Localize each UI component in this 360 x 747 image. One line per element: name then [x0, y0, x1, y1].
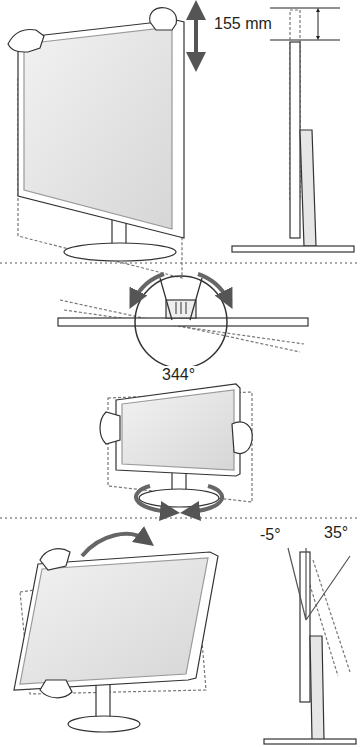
rotation-limit [160, 278, 202, 320]
angle-line [288, 548, 350, 620]
monitor-screen [24, 27, 172, 229]
hand [232, 422, 252, 454]
extension-line [270, 40, 340, 41]
monitor-bezel [18, 20, 184, 238]
stand-base [68, 716, 140, 732]
monitor-bezel [14, 552, 218, 690]
stand-detail [176, 302, 186, 314]
separator [0, 518, 360, 519]
monitor-top [58, 318, 308, 326]
hand [150, 8, 177, 30]
dimension-line [318, 10, 319, 38]
stand-column [310, 636, 324, 740]
rotation-circle [135, 276, 227, 368]
monitor-screen [122, 390, 234, 470]
extension-line [270, 8, 340, 9]
stand-column [300, 130, 316, 246]
swivel-top-view [58, 276, 308, 368]
angle-label: 35° [322, 524, 350, 542]
angle-label: -5° [258, 526, 283, 544]
monitor-side [300, 552, 310, 702]
height-monitor-side [232, 10, 354, 252]
stand-base [232, 246, 354, 252]
stand-base [139, 489, 219, 507]
hand [100, 412, 120, 444]
hand [8, 30, 44, 52]
swivel-monitor [100, 384, 252, 507]
height-arrow [196, 10, 197, 62]
monitor-side [290, 42, 300, 238]
hand [40, 680, 72, 698]
monitor-bezel [116, 384, 240, 476]
angle-label: 344° [160, 366, 197, 384]
swivel-base-arrows [136, 486, 222, 512]
tilt-side-view [264, 548, 356, 744]
stand-base [264, 739, 356, 744]
monitor-screen [20, 558, 208, 684]
tilt-arrow [82, 534, 146, 556]
dimension-label: 155 mm [212, 15, 274, 33]
height-dimension [270, 8, 340, 40]
swivel-arrows [134, 274, 228, 300]
stand-base [64, 243, 176, 261]
height-monitor-front [8, 8, 184, 278]
hand [40, 549, 70, 570]
separator [0, 263, 360, 264]
tilt-monitor-front [14, 549, 218, 732]
